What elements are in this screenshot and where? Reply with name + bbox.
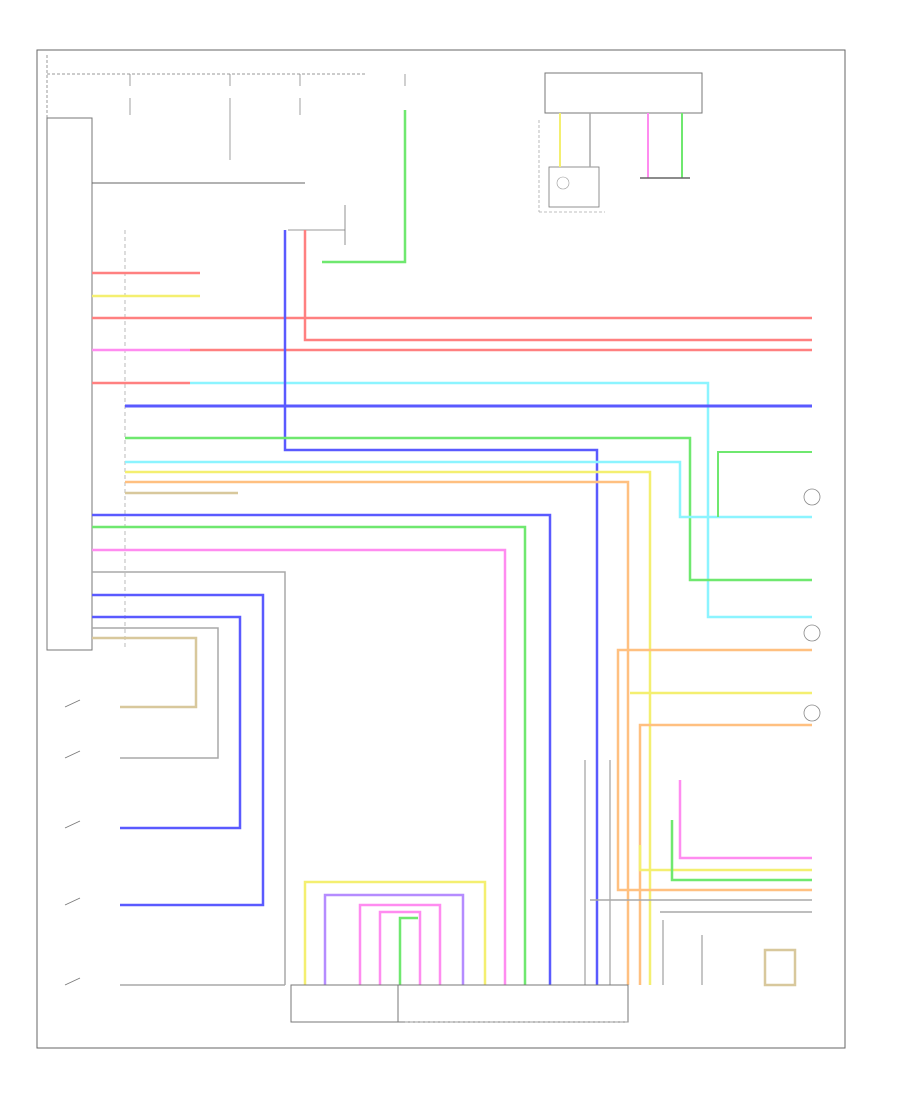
wire-red-branch <box>303 230 812 342</box>
wire-orange-right-1 <box>616 648 812 892</box>
wire-blue-door-1 <box>92 593 265 907</box>
wire-orange-right-2 <box>638 723 812 985</box>
diagram-frame <box>36 49 846 1049</box>
wire-gray-door <box>92 627 219 759</box>
wire-pink-bottom-3 <box>378 910 422 985</box>
top-right-sensor-box <box>548 166 600 208</box>
front-light-connector <box>290 984 399 1023</box>
wire-yellow-bottom <box>303 880 487 985</box>
wire-violet-bottom <box>323 893 465 985</box>
wire-orange-long <box>125 480 630 985</box>
wire-green-top <box>322 110 407 264</box>
right-ground-wires <box>584 760 703 985</box>
top-right-module-box <box>544 72 703 114</box>
wire-green-bottom-2 <box>398 916 418 985</box>
bottom-right-component-box <box>763 948 797 987</box>
fuse-block-1 <box>129 74 406 160</box>
wire-blue-door-2 <box>92 615 242 830</box>
main-bottom-connector <box>397 984 629 1023</box>
wire-pink-bottom-2 <box>358 903 442 985</box>
wire-pink-right <box>678 780 812 860</box>
wire-green-sensor <box>717 451 812 517</box>
sensor-icon-3 <box>803 704 821 722</box>
wire-blue-vertical <box>283 230 599 985</box>
wire-gray-bottom-1 <box>92 571 286 985</box>
switch-block <box>288 205 346 245</box>
top-right-sensor-icon <box>556 176 570 190</box>
door-switch-symbols <box>64 699 81 986</box>
sensor-icon-1 <box>803 488 821 506</box>
top-right-connectors <box>559 113 690 179</box>
wire-green-right <box>670 820 812 882</box>
wire-green-main <box>125 436 812 582</box>
wire-yellow-right-2 <box>638 845 812 872</box>
wire-green-bottom-1 <box>92 525 527 985</box>
sensor-icon-2 <box>803 624 821 642</box>
wire-yellow-long <box>125 470 652 985</box>
wire-cyan-main <box>190 381 812 619</box>
main-body-ecu-box <box>46 117 93 651</box>
wire-cyan-second <box>125 460 812 519</box>
wire-tan-door <box>92 636 198 709</box>
wire-blue-bottom-1 <box>92 513 552 985</box>
wire-pink-bottom-1 <box>92 548 507 985</box>
